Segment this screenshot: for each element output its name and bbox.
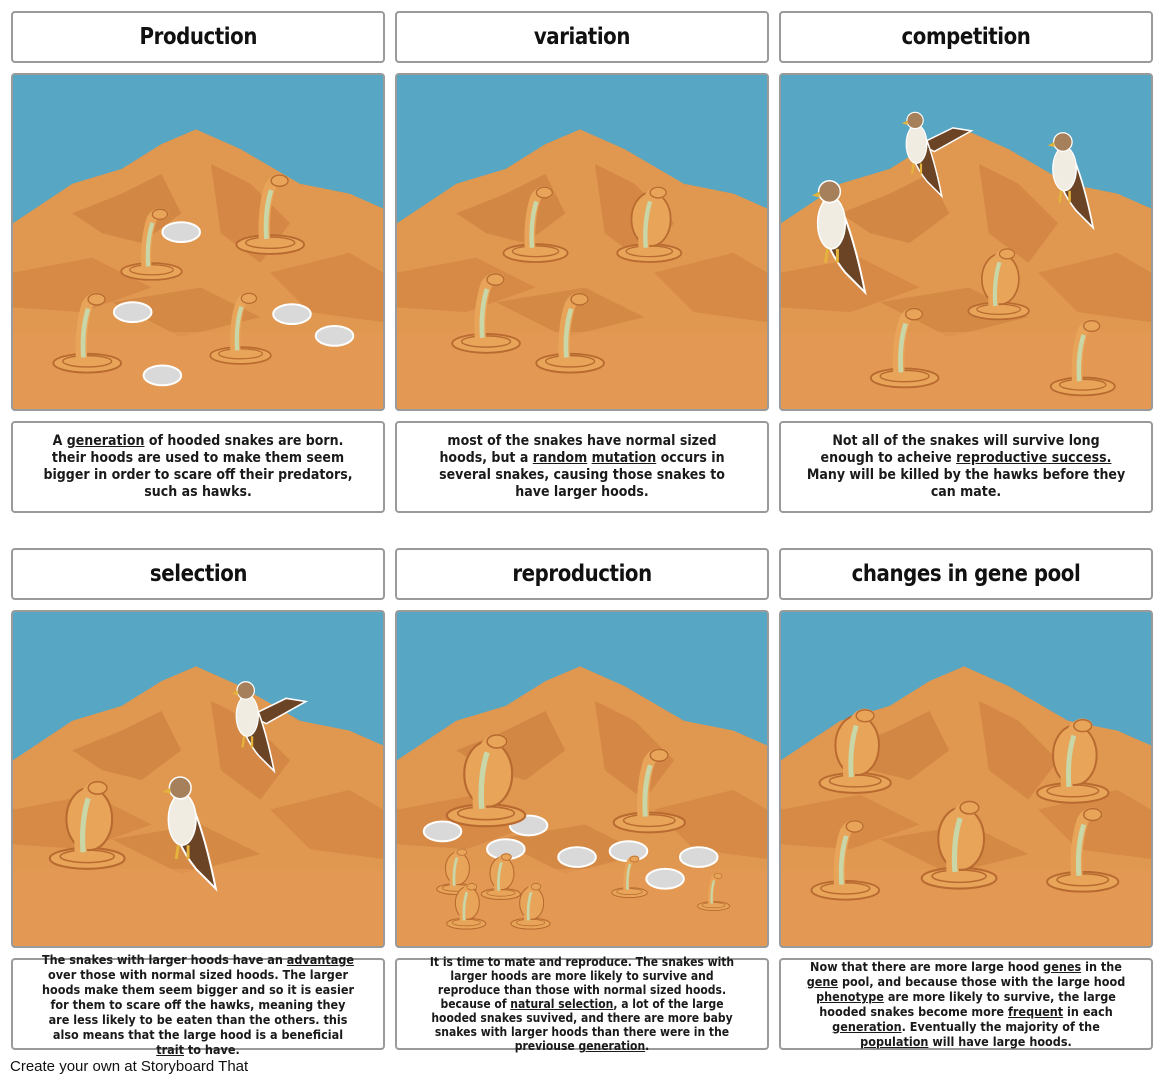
scene-changes-in-gene-pool bbox=[779, 610, 1153, 948]
hawk bbox=[811, 179, 867, 296]
large-hood-snake bbox=[480, 853, 522, 901]
caption-text: in the bbox=[1081, 959, 1122, 974]
caption-text: Not all of the snakes will survive long … bbox=[820, 433, 1100, 466]
panel-caption-reproduction: It is time to mate and reproduce. The sn… bbox=[395, 955, 769, 1053]
large-hood-snake bbox=[967, 247, 1030, 321]
snake bbox=[535, 292, 605, 374]
snake bbox=[697, 872, 731, 911]
large-hood-snake bbox=[616, 186, 683, 263]
panel-title-reproduction: reproduction bbox=[395, 548, 769, 600]
caption-text: over those with normal sized hoods. The … bbox=[41, 966, 355, 1042]
caption-text: . Eventually the majority of the bbox=[901, 1019, 1100, 1034]
snake bbox=[611, 855, 648, 899]
snake bbox=[1046, 807, 1120, 893]
footer-credit[interactable]: Create your own at Storyboard That bbox=[10, 1058, 249, 1075]
snake bbox=[612, 748, 686, 834]
panel-title-competition: competition bbox=[779, 11, 1153, 63]
caption-text: pool, and because those with the large h… bbox=[838, 974, 1126, 989]
caption-text: will have large hoods. bbox=[928, 1034, 1072, 1049]
egg bbox=[645, 867, 685, 890]
vocab-term: frequent bbox=[1007, 1004, 1064, 1019]
vocab-term: population bbox=[860, 1034, 929, 1049]
egg bbox=[678, 846, 719, 868]
hawk bbox=[1047, 132, 1095, 231]
caption-text: to have. bbox=[183, 1041, 240, 1057]
snake bbox=[120, 208, 183, 281]
snake bbox=[209, 292, 272, 365]
caption-text: Many will be killed by the hawks before … bbox=[806, 467, 1126, 500]
snake bbox=[52, 292, 122, 374]
large-hood-snake bbox=[48, 780, 126, 870]
scene-production-art bbox=[13, 75, 383, 409]
scene-selection bbox=[11, 610, 385, 948]
caption-text: in each bbox=[1063, 1004, 1113, 1019]
caption-text: of hooded snakes are born. their hoods a… bbox=[43, 433, 353, 500]
vocab-term: trait bbox=[156, 1041, 184, 1057]
panel-title-production: Production bbox=[11, 11, 385, 63]
panel-caption-changes-in-gene-pool: Now that there are more large hood genes… bbox=[779, 958, 1153, 1050]
caption-text: occurs in several snakes, causing those … bbox=[439, 450, 725, 500]
panel-caption-selection: The snakes with larger hoods have an adv… bbox=[11, 952, 385, 1057]
caption-text: , a lot of the large hooded snakes suviv… bbox=[431, 997, 733, 1053]
panel-title-changes-in-gene-pool: changes in gene pool bbox=[779, 548, 1153, 600]
scene-production bbox=[11, 73, 385, 411]
panel-caption-competition: Not all of the snakes will survive long … bbox=[779, 421, 1153, 513]
egg bbox=[142, 364, 183, 387]
vocab-term: phenotype bbox=[816, 989, 884, 1004]
scene-competition-art bbox=[781, 75, 1151, 409]
large-hood-snake bbox=[1036, 718, 1110, 804]
vocab-term: generation bbox=[66, 433, 145, 449]
scene-selection-art bbox=[13, 612, 383, 946]
scene-changes-in-gene-pool-art bbox=[781, 612, 1151, 946]
vocab-term: genes bbox=[1043, 959, 1082, 974]
vocab-term: reproductive success. bbox=[956, 450, 1112, 466]
caption-text: . bbox=[645, 1039, 650, 1053]
egg bbox=[557, 846, 597, 868]
caption-text: most of the snakes have normal sized hoo… bbox=[439, 433, 717, 466]
vocab-term: natural selection bbox=[510, 997, 614, 1011]
caption-text: A bbox=[52, 433, 67, 449]
hawk bbox=[162, 776, 218, 892]
large-hood-snake bbox=[818, 708, 892, 794]
egg bbox=[608, 840, 649, 863]
panel-caption-variation: most of the snakes have normal sized hoo… bbox=[395, 421, 769, 513]
snake bbox=[1049, 319, 1116, 397]
caption-text: are more likely to survive, the large ho… bbox=[819, 989, 1116, 1019]
vocab-term: generation bbox=[578, 1039, 646, 1053]
scene-reproduction-art bbox=[397, 612, 767, 946]
vocab-term: random bbox=[532, 450, 588, 466]
hawk bbox=[901, 111, 974, 199]
snake bbox=[810, 819, 881, 901]
egg bbox=[422, 820, 463, 843]
vocab-term: generation bbox=[832, 1019, 902, 1034]
hawk bbox=[231, 681, 309, 774]
panel-title-selection: selection bbox=[11, 548, 385, 600]
snake bbox=[502, 186, 569, 263]
panel-title-variation: variation bbox=[395, 11, 769, 63]
vocab-term: advantage bbox=[286, 951, 355, 967]
egg bbox=[112, 301, 153, 324]
large-hood-snake bbox=[920, 800, 998, 890]
vocab-term: mutation bbox=[591, 450, 657, 466]
large-hood-snake bbox=[446, 882, 487, 930]
large-hood-snake bbox=[510, 882, 551, 930]
large-hood-snake bbox=[445, 733, 527, 828]
caption-text: Now that there are more large hood bbox=[810, 959, 1044, 974]
caption-text: It is time to mate and reproduce. The sn… bbox=[429, 955, 735, 1011]
scene-variation-art bbox=[397, 75, 767, 409]
scene-competition bbox=[779, 73, 1153, 411]
egg bbox=[314, 325, 355, 347]
scene-reproduction bbox=[395, 610, 769, 948]
caption-text: The snakes with larger hoods have an bbox=[41, 951, 287, 967]
egg bbox=[161, 221, 201, 243]
panel-caption-production: A generation of hooded snakes are born. … bbox=[11, 421, 385, 513]
vocab-term: gene bbox=[806, 974, 839, 989]
egg bbox=[272, 303, 312, 326]
snake bbox=[451, 272, 521, 354]
snake bbox=[235, 174, 305, 255]
scene-variation bbox=[395, 73, 769, 411]
snake bbox=[869, 307, 940, 389]
